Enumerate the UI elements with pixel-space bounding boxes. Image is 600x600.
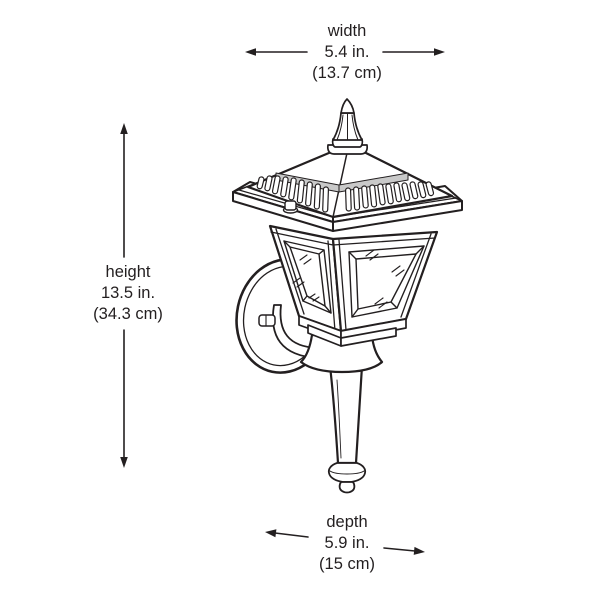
roof-louvers-right xyxy=(344,181,435,212)
left-glass-pane xyxy=(283,240,332,314)
rim-knob xyxy=(282,200,299,214)
cage-bottom-rim xyxy=(298,315,407,347)
height-dimension: height 13.5 in. (34.3 cm) xyxy=(93,262,163,325)
width-label: width xyxy=(327,22,367,40)
width-metric: (13.7 cm) xyxy=(312,64,382,82)
width-arrow xyxy=(245,48,445,56)
roof-louvers-left xyxy=(256,175,330,213)
depth-metric: (15 cm) xyxy=(319,555,375,573)
depth-arrow xyxy=(265,529,425,555)
neck-bell xyxy=(299,333,384,374)
height-inches: 13.5 in. xyxy=(100,284,156,302)
width-inches: 5.4 in. xyxy=(324,43,370,61)
tail-stem xyxy=(327,364,367,494)
depth-dimension: depth 5.9 in. (15 cm) xyxy=(319,512,375,575)
depth-label: depth xyxy=(326,513,368,531)
tail-knob xyxy=(338,481,356,494)
depth-inches: 5.9 in. xyxy=(324,534,370,552)
right-glass-pane xyxy=(348,245,425,318)
roof xyxy=(238,148,457,219)
height-label: height xyxy=(105,263,151,281)
mount-peg xyxy=(258,314,276,327)
height-arrow xyxy=(120,123,128,468)
glass-reflection-marks xyxy=(292,254,320,302)
glass-reflection-marks xyxy=(365,249,405,309)
finial xyxy=(326,98,369,155)
height-metric: (34.3 cm) xyxy=(93,305,163,323)
width-dimension: width 5.4 in. (13.7 cm) xyxy=(312,21,382,84)
glass-cage xyxy=(268,224,439,347)
